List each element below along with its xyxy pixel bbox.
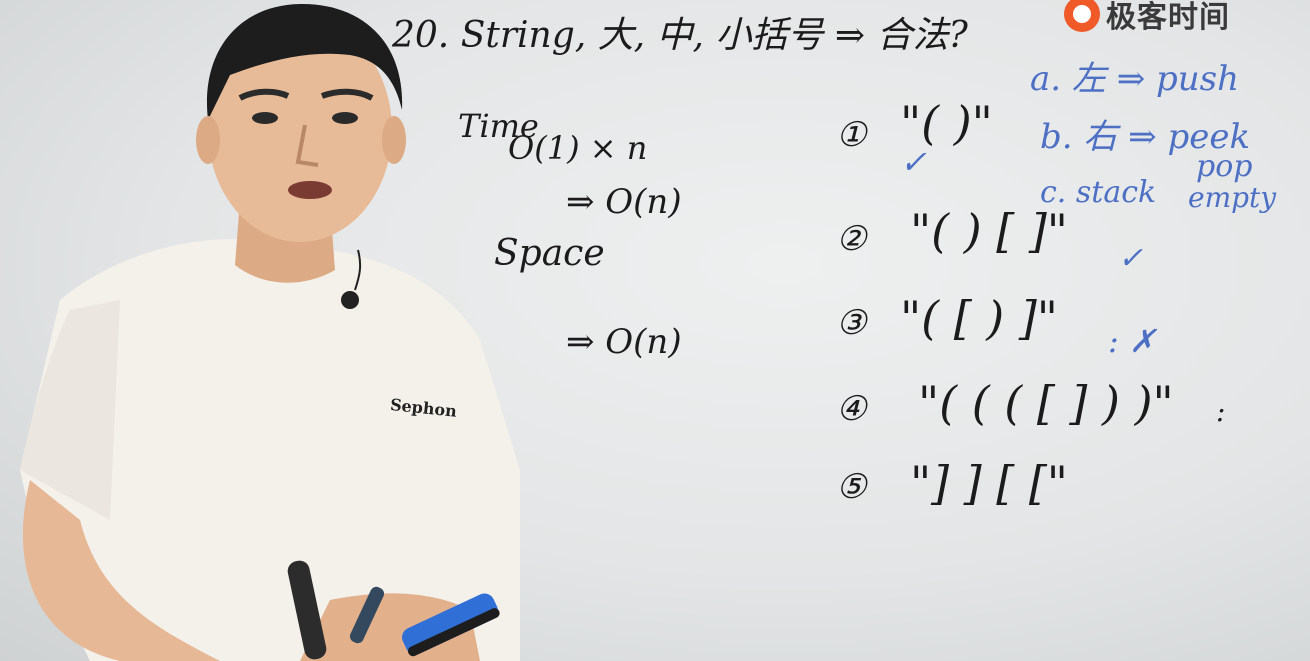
example-2-mark: ✓	[1118, 241, 1144, 276]
space-label: Space	[494, 233, 605, 274]
time-result: ⇒ O(n)	[566, 182, 682, 222]
hair	[206, 3, 403, 120]
example-2-text: "( ) [ ]"	[910, 204, 1068, 258]
board-eraser	[402, 593, 498, 655]
geektime-logo: 极客时间	[1064, 0, 1230, 35]
right-eye	[332, 112, 358, 124]
logo-text: 极客时间	[1106, 0, 1230, 35]
board-eraser-base	[408, 608, 500, 657]
space-result: ⇒ O(n)	[566, 322, 682, 362]
example-3-text: "( [ ) ]"	[900, 291, 1058, 345]
example-4-mark: :	[1216, 395, 1226, 428]
microphone-cable	[354, 249, 362, 291]
marker-black	[287, 560, 327, 660]
board-title: 20. String, 大, 中, 小括号 ⇒ 合法?	[392, 15, 968, 56]
left-ear	[196, 116, 220, 164]
example-4-number: ④	[836, 389, 867, 429]
example-5-text: "] ] [ ["	[910, 456, 1068, 510]
face	[208, 18, 392, 242]
example-1-number: ①	[836, 115, 867, 155]
nose	[295, 124, 319, 167]
example-5-number: ⑤	[836, 467, 867, 507]
white-tshirt	[20, 239, 520, 661]
rule-b-pop: pop	[1196, 149, 1253, 184]
rule-c: c. stack	[1040, 175, 1157, 210]
left-eyebrow	[238, 88, 290, 101]
presenter: Sephon	[20, 3, 520, 661]
left-sleeve	[20, 300, 120, 520]
left-arm	[22, 480, 220, 661]
example-2-number: ②	[836, 219, 867, 259]
rule-a: a. 左 ⇒ push	[1030, 59, 1239, 99]
mouth	[288, 181, 332, 199]
example-3-number: ③	[836, 303, 867, 343]
time-expression: O(1) × n	[508, 129, 648, 167]
rule-c-empty: empty	[1188, 181, 1277, 214]
left-eye	[252, 112, 278, 124]
rule-b: b. 右 ⇒ peek	[1040, 117, 1251, 157]
right-ear	[382, 116, 406, 164]
time-label: Time	[458, 107, 539, 145]
lapel-microphone-icon	[341, 291, 359, 309]
marker-blue	[349, 586, 385, 644]
example-4-text: "( ( ( [ ] ) )"	[918, 376, 1174, 430]
right-eyebrow	[320, 88, 374, 101]
example-1-mark: ✓	[900, 143, 927, 181]
example-1-text: "( )"	[900, 96, 993, 150]
example-3-mark: : ✗	[1108, 322, 1156, 360]
geektime-logo-icon	[1064, 0, 1100, 32]
